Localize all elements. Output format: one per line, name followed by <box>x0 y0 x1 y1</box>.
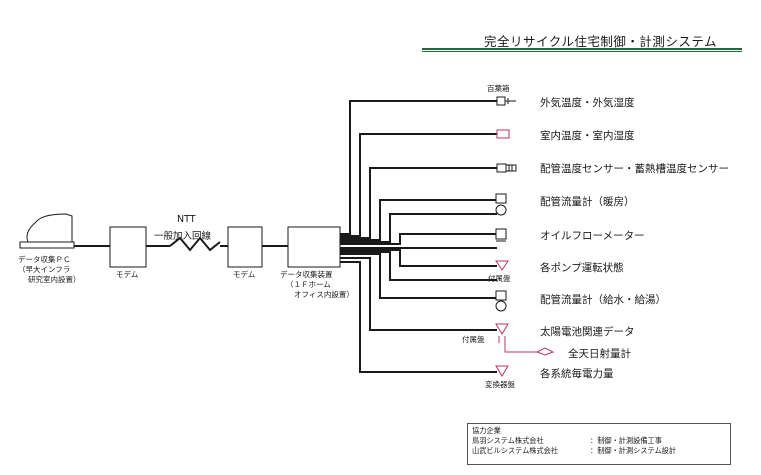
solar-data-icon <box>495 323 509 335</box>
sensor-label: 配管温度センサー・蓄熱槽温度センサー <box>540 163 729 175</box>
collector-box <box>287 226 341 268</box>
company-role: ：制御・計測設備工事 <box>590 436 662 445</box>
line-type-label: 一般加入回線 <box>154 231 212 242</box>
company-role: ：制御・計測システム設計 <box>590 446 677 455</box>
sensor-icons <box>495 96 555 377</box>
sensor-label: 全天日射量計 <box>568 348 631 360</box>
indoor-sensor-icon <box>496 129 510 139</box>
sensor-label: 外気温度・外気湿度 <box>540 97 635 109</box>
cooperation-row: 鳥羽システム株式会社 ：制御・計測設備工事 <box>472 436 726 446</box>
outdoor-sensor-icon <box>496 96 506 106</box>
collector-label-line: （１Ｆホーム <box>286 280 331 289</box>
pc-icon <box>19 213 75 249</box>
sensor-tag: 変換器盤 <box>485 380 515 389</box>
pump-status-icon <box>495 260 509 271</box>
sensor-bus <box>340 100 497 373</box>
sensor-label: 配管流量計（給水・給湯） <box>540 294 666 306</box>
cooperation-heading: 協力企業 <box>472 426 501 435</box>
pc-label-line: 研究室内設置） <box>28 275 81 284</box>
title-underline-thin <box>422 51 742 52</box>
title-underline <box>422 48 742 50</box>
flow-meter-supply-icon <box>495 290 507 301</box>
cooperation-box: 協力企業 鳥羽システム株式会社 ：制御・計測設備工事 山武ビルシステム株式会社 … <box>467 423 731 465</box>
pc-label-line: （早大インフラ <box>18 265 71 274</box>
sensor-label: 各系統毎電力量 <box>540 368 614 380</box>
pc-label: データ収集ＰＣ （早大インフラ 研究室内設置） <box>18 255 81 285</box>
company-name: 山武ビルシステム株式会社 <box>472 446 559 455</box>
page-title: 完全リサイクル住宅制御・計測システム <box>484 34 718 49</box>
cooperation-row: 山武ビルシステム株式会社 ：制御・計測システム設計 <box>472 446 726 456</box>
oil-flow-meter-icon <box>495 228 507 240</box>
sensor-tag: 百葉箱 <box>487 84 510 93</box>
power-meter-icon <box>495 365 509 377</box>
sensor-label: 各ポンプ運転状態 <box>540 262 624 274</box>
sensor-label: オイルフローメーター <box>540 230 645 242</box>
flow-meter-heating-icon <box>495 193 507 204</box>
pipe-temp-sensor-icon <box>496 163 507 173</box>
collector-label-line: オフィス内設置） <box>294 290 354 299</box>
sensor-label: 配管流量計（暖房） <box>540 196 635 208</box>
modem-label-1: モデム <box>116 270 139 279</box>
company-name: 鳥羽システム株式会社 <box>472 436 544 445</box>
sensor-label: 太陽電池関連データ <box>540 326 635 338</box>
ntt-label: NTT <box>177 214 196 225</box>
modem-box-1 <box>109 226 147 268</box>
sensor-label: 室内温度・室内湿度 <box>540 130 635 142</box>
sensor-tag: 付属盤 <box>488 274 511 283</box>
collector-label-line: データ収集装置 <box>280 270 333 279</box>
pyranometer-icon <box>535 347 555 356</box>
modem-label-2: モデム <box>233 270 256 279</box>
pc-label-line: データ収集ＰＣ <box>18 255 71 264</box>
modem-box-2 <box>227 226 263 268</box>
network-links <box>74 236 288 252</box>
collector-label: データ収集装置 （１Ｆホーム オフィス内設置） <box>280 270 354 300</box>
sensor-tag: 付属盤 <box>462 335 485 344</box>
